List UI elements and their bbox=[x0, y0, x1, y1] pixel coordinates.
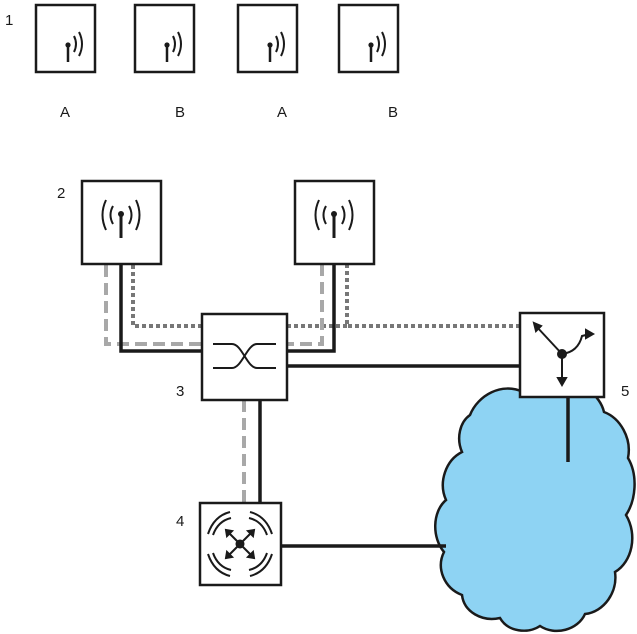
switch-icon bbox=[213, 343, 276, 369]
access-point-omni-icon bbox=[314, 199, 354, 238]
access-point-a-1: A bbox=[34, 3, 97, 121]
access-point-omni-icon bbox=[101, 199, 141, 238]
solid-links bbox=[119, 264, 570, 548]
ap-label: B bbox=[175, 104, 185, 121]
access-point-right bbox=[293, 179, 376, 266]
dashed-links bbox=[104, 264, 324, 503]
access-point-left bbox=[80, 179, 163, 266]
access-point-directional-icon bbox=[267, 31, 285, 62]
label-2: 2 bbox=[57, 185, 65, 202]
access-point-directional-icon bbox=[368, 31, 386, 62]
access-point-a-2: A bbox=[236, 3, 299, 121]
ap-label: B bbox=[388, 104, 398, 121]
cloud-icon bbox=[434, 375, 636, 633]
dotted-links bbox=[131, 264, 520, 328]
access-point-directional-icon bbox=[164, 31, 182, 62]
ap-label: A bbox=[60, 104, 70, 121]
ap-label: A bbox=[277, 104, 287, 121]
label-4: 4 bbox=[176, 513, 184, 530]
access-point-b-1: B bbox=[133, 3, 196, 121]
wlan-controller-icon bbox=[207, 511, 273, 577]
wlan-controller bbox=[198, 501, 283, 587]
label-5: 5 bbox=[621, 383, 629, 400]
access-point-b-2: B bbox=[337, 3, 400, 121]
access-point-directional-icon bbox=[65, 31, 83, 62]
switch bbox=[200, 312, 289, 402]
router bbox=[518, 311, 606, 399]
router-icon bbox=[532, 321, 596, 388]
label-3: 3 bbox=[176, 383, 184, 400]
label-1: 1 bbox=[5, 12, 13, 29]
